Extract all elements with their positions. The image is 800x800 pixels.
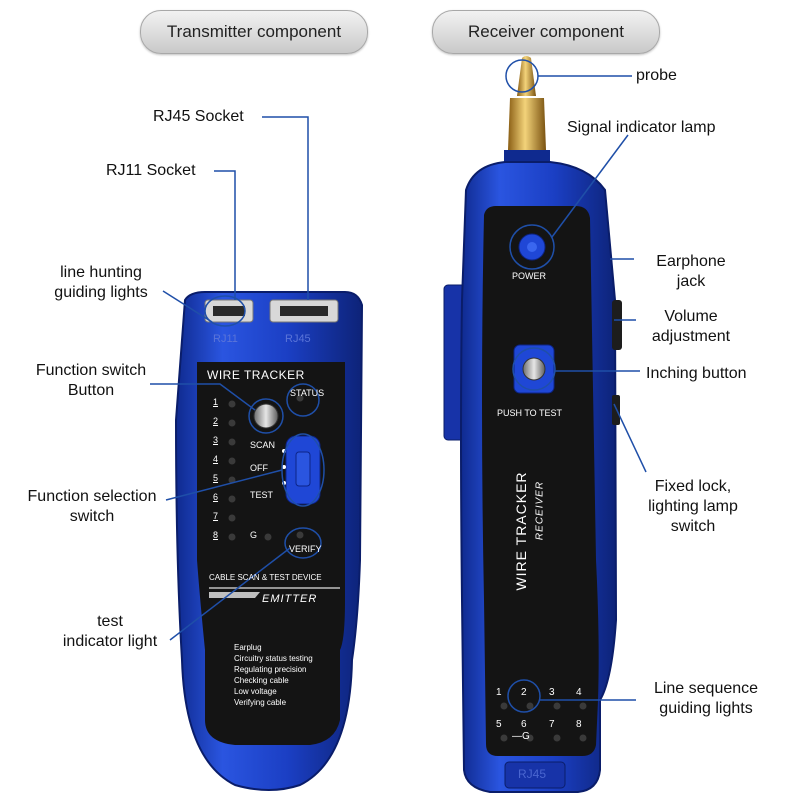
callout-signal-lamp: Signal indicator lamp	[567, 119, 716, 136]
feature-6: Verifying cable	[234, 698, 287, 707]
callout-volume-adjustment: Volume adjustment	[651, 308, 731, 345]
verify-label: VERIFY	[289, 544, 322, 554]
callout-line-sequence: Line sequence guiding lights	[653, 680, 759, 717]
led-number-7: 7	[213, 511, 219, 521]
led-number-4: 4	[213, 454, 219, 464]
volume-wheel	[612, 300, 622, 350]
callout-function-switch-button: Function switch Button	[35, 362, 147, 399]
transmitter-status-label: STATUS	[290, 388, 325, 398]
push-to-test-label: PUSH TO TEST	[497, 408, 563, 418]
led-number-6: 6	[213, 492, 219, 502]
receiver-header-label: Receiver component	[468, 22, 624, 41]
seq-led-7: 7	[549, 719, 555, 730]
feature-4: Checking cable	[234, 676, 289, 685]
emitter-label: EMITTER	[262, 593, 318, 605]
leader-lines	[150, 75, 647, 701]
receiver-device	[443, 56, 622, 793]
status-led	[296, 394, 304, 402]
led-number-1: 1	[213, 397, 219, 407]
function-switch-button	[253, 403, 279, 429]
hunting-leds	[228, 400, 272, 541]
receiver-brand: WIRE TRACKER	[513, 471, 529, 591]
probe-tip	[517, 56, 536, 96]
callout-hunting-lights: line hunting guiding lights	[54, 264, 148, 301]
receiver-panel	[482, 206, 599, 756]
transmitter-device	[174, 291, 364, 791]
feature-3: Regulating precision	[234, 665, 307, 674]
seq-g-label: —G	[512, 731, 530, 742]
switch-off-label: OFF	[250, 463, 268, 473]
switch-test-label: TEST	[250, 490, 274, 500]
sequence-leds	[500, 702, 587, 742]
transmitter-port-rj45-label: RJ45	[285, 333, 311, 345]
switch-scan-label: SCAN	[250, 440, 276, 450]
seq-led-1: 1	[496, 687, 502, 698]
receiver-header: Receiver component	[432, 10, 660, 54]
verify-led	[296, 531, 304, 539]
power-label: POWER	[512, 271, 547, 281]
feature-1: Earplug	[234, 643, 262, 652]
transmitter-subtitle: CABLE SCAN & TEST DEVICE	[209, 573, 322, 582]
seq-led-4: 4	[576, 687, 582, 698]
seq-led-2: 2	[521, 687, 527, 698]
callout-function-selection-switch: Function selection switch	[27, 488, 157, 525]
receiver-bottom-port	[504, 761, 566, 789]
seq-led-3: 3	[549, 687, 555, 698]
callout-test-indicator: test indicator light	[62, 613, 158, 650]
callout-probe: probe	[636, 67, 677, 84]
receiver-model: RECEIVER	[534, 480, 546, 541]
led-number-2: 2	[213, 416, 219, 426]
led-number-8: 8	[213, 530, 219, 540]
led-number-5: 5	[213, 473, 219, 483]
callout-fixed-lock: Fixed lock, lighting lamp switch	[648, 478, 738, 535]
callout-earphone-jack: Earphone jack	[656, 253, 726, 290]
led-g-label: G	[250, 530, 258, 540]
transmitter-port-rj11-label: RJ11	[213, 333, 238, 345]
seq-led-5: 5	[496, 719, 502, 730]
feature-2: Circuitry status testing	[234, 654, 313, 663]
feature-5: Low voltage	[234, 687, 277, 696]
callout-inching-button: Inching button	[646, 365, 747, 382]
transmitter-brand: WIRE TRACKER	[207, 368, 305, 382]
callout-rj45-socket: RJ45 Socket	[153, 108, 244, 125]
receiver-port-label: RJ45	[518, 767, 547, 781]
led-number-3: 3	[213, 435, 219, 445]
transmitter-header-label: Transmitter component	[166, 22, 342, 41]
transmitter-header: Transmitter component	[140, 10, 368, 54]
seq-led-8: 8	[576, 719, 582, 730]
callout-rj11-socket: RJ11 Socket	[106, 162, 196, 179]
seq-led-6: 6	[521, 719, 527, 730]
